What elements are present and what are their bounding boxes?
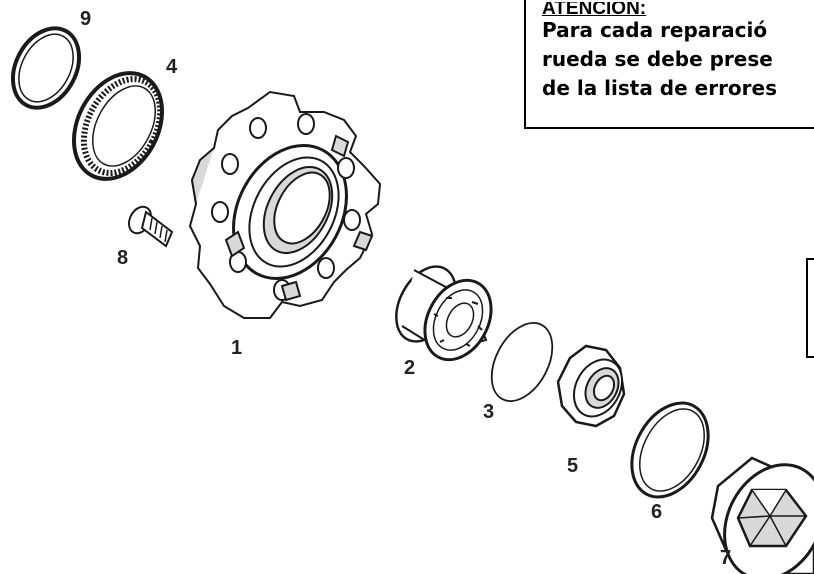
part-label-5: 5: [567, 455, 579, 477]
notice-line-3: de la lista de errores: [542, 76, 777, 100]
part-7-hub-cap: [710, 456, 814, 574]
part-4-sensor-ring: [71, 71, 165, 181]
part-label-6: 6: [651, 501, 663, 523]
part-label-8: 8: [117, 247, 129, 269]
notice-line-2: rueda se debe prese: [542, 47, 773, 71]
part-3-retaining-ring: [490, 322, 554, 402]
attention-notice-box: ATENCIÓN: Para cada reparació rueda se d…: [524, 0, 814, 129]
part-1-wheel-hub: [188, 90, 382, 319]
part-label-9: 9: [80, 8, 92, 30]
part-8-wheel-stud: [127, 205, 174, 248]
part-label-4: 4: [166, 56, 178, 78]
part-label-2: 2: [404, 357, 416, 379]
notice-title: ATENCIÓN:: [542, 2, 647, 16]
part-9-snap-ring: [10, 26, 82, 110]
notice-line-1: Para cada reparació: [542, 18, 768, 42]
part-label-3: 3: [483, 401, 495, 423]
part-5-axle-nut: [556, 344, 626, 428]
part-6-seal-ring: [630, 401, 710, 499]
part-2-wheel-bearing: [395, 265, 493, 362]
cropped-note-box: [806, 258, 814, 358]
part-label-1: 1: [231, 337, 243, 359]
part-label-7: 7: [720, 547, 732, 569]
